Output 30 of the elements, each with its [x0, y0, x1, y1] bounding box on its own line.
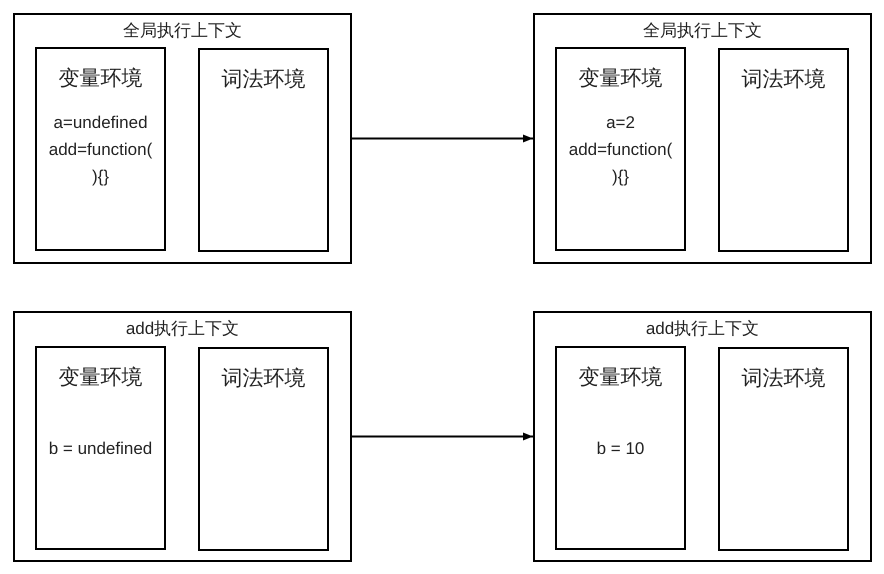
variable-value-text: a=undefined add=function(){}	[48, 112, 154, 188]
environment-heading: 变量环境	[58, 66, 142, 92]
environment-heading: 词法环境	[222, 67, 306, 93]
environment-box	[718, 48, 849, 252]
environment-box	[35, 346, 166, 550]
environment-heading: 变量环境	[578, 365, 662, 391]
environment-box	[718, 347, 849, 551]
context-box	[13, 13, 352, 264]
context-title: 全局执行上下文	[643, 20, 762, 42]
environment-heading: 变量环境	[578, 66, 662, 92]
variable-value-text: b = 10	[596, 438, 644, 460]
environment-box	[198, 347, 329, 551]
environment-heading: 词法环境	[742, 67, 826, 93]
context-box	[533, 13, 872, 264]
arrow	[352, 432, 533, 440]
arrow	[352, 134, 533, 142]
environment-heading: 词法环境	[742, 366, 826, 392]
variable-value-text: b = undefined	[48, 438, 152, 460]
variable-value-text: a=2 add=function(){}	[568, 112, 674, 188]
context-title: add执行上下文	[126, 318, 240, 340]
environment-heading: 变量环境	[58, 365, 142, 391]
environment-box	[35, 47, 166, 251]
context-box	[13, 311, 352, 562]
environment-box	[198, 48, 329, 252]
context-title: 全局执行上下文	[123, 20, 242, 42]
environment-box	[555, 346, 686, 550]
context-box	[533, 311, 872, 562]
environment-box	[555, 47, 686, 251]
environment-heading: 词法环境	[222, 366, 306, 392]
context-title: add执行上下文	[646, 318, 760, 340]
